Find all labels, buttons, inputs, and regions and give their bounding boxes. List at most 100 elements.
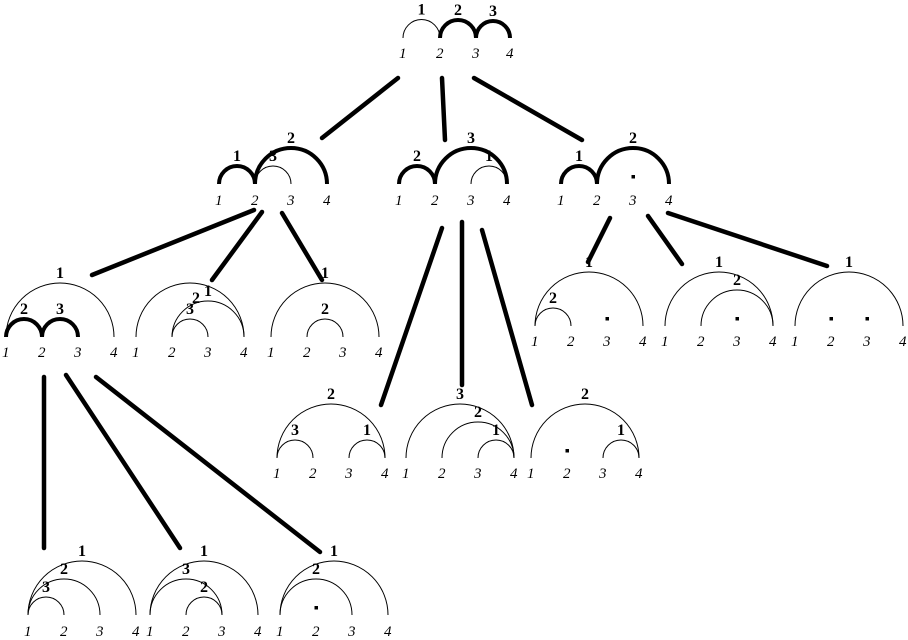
vertex-dot — [865, 317, 869, 321]
vertex-label: 1 — [132, 345, 140, 361]
arc-label: 3 — [291, 422, 299, 439]
vertex-label: 1 — [215, 193, 223, 209]
arc-label: 2 — [327, 386, 335, 403]
vertex-label: 2 — [309, 466, 317, 482]
thin-arc — [470, 165, 508, 185]
bold-arc — [40, 317, 80, 338]
thin-arc — [348, 439, 386, 459]
vertex-label: 4 — [110, 345, 118, 361]
vertex-label: 3 — [602, 334, 611, 350]
arc-label: 1 — [715, 254, 723, 271]
thin-arc — [534, 271, 644, 327]
edge — [378, 225, 445, 408]
vertex-label: 1 — [2, 345, 10, 361]
arc-label: 2 — [20, 301, 28, 318]
vertex-label: 3 — [217, 624, 226, 640]
bold-arc — [433, 146, 509, 185]
edge — [585, 215, 613, 265]
vertex-label: 3 — [628, 193, 637, 209]
vertex-label: 3 — [473, 466, 482, 482]
thin-arc — [171, 300, 245, 338]
arc-label: 1 — [78, 543, 86, 560]
vertex-label: 2 — [567, 334, 575, 350]
thin-arc — [477, 439, 515, 459]
vertex-label: 3 — [344, 466, 353, 482]
edge — [63, 372, 183, 551]
arc-label: 3 — [182, 561, 190, 578]
vertex-label: 2 — [168, 345, 176, 361]
vertex-label: 2 — [312, 624, 320, 640]
arc-label: 1 — [233, 148, 241, 165]
vertex-label: 3 — [338, 345, 347, 361]
vertex-label: 2 — [436, 46, 444, 62]
vertex-label: 1 — [791, 334, 799, 350]
tree-edges — [41, 75, 830, 555]
arc-label: 1 — [585, 254, 593, 271]
vertex-label: 4 — [635, 466, 643, 482]
edge — [93, 374, 323, 555]
vertex-label: 4 — [384, 624, 392, 640]
thin-arc — [276, 403, 386, 459]
vertex-label: 2 — [60, 624, 68, 640]
arc-label: 2 — [581, 386, 589, 403]
vertex-label: 1 — [276, 624, 284, 640]
arc-label: 1 — [321, 265, 329, 282]
vertex-label: 2 — [593, 193, 601, 209]
arc-label: 2 — [200, 579, 208, 596]
arc-label: 3 — [56, 301, 64, 318]
edge — [645, 213, 685, 267]
vertex-label: 1 — [531, 334, 539, 350]
vertex-label: 3 — [347, 624, 356, 640]
arc-label: 1 — [330, 543, 338, 560]
arc-label: 2 — [192, 290, 200, 307]
arc-label: 1 — [418, 2, 426, 19]
arc-label: 1 — [200, 543, 208, 560]
vertex-label: 4 — [665, 193, 673, 209]
arc-label: 2 — [629, 130, 637, 147]
arc-label: 1 — [485, 148, 493, 165]
vertex-label: 1 — [24, 624, 32, 640]
arc-label: 3 — [269, 148, 277, 165]
vertex-label: 3 — [471, 46, 480, 62]
arc-label: 2 — [60, 561, 68, 578]
vertex-dot — [605, 317, 609, 321]
arc-label: 3 — [456, 386, 464, 403]
vertex-label: 1 — [661, 334, 669, 350]
arc-label: 2 — [549, 290, 557, 307]
bold-arc — [397, 164, 437, 185]
edge — [209, 209, 265, 283]
vertex-label: 4 — [503, 193, 511, 209]
bold-arc — [438, 18, 478, 39]
thin-arc — [254, 165, 292, 185]
arc-label: 2 — [474, 404, 482, 421]
bold-arc — [559, 164, 599, 185]
vertex-label: 1 — [273, 466, 281, 482]
vertex-label: 3 — [73, 345, 82, 361]
vertex-label: 3 — [862, 334, 871, 350]
vertex-label: 1 — [402, 466, 410, 482]
vertex-label: 4 — [769, 334, 777, 350]
vertex-dot — [735, 317, 739, 321]
vertex-label: 1 — [267, 345, 275, 361]
arc-label: 3 — [489, 3, 497, 20]
arc-label: 2 — [733, 272, 741, 289]
thin-arc — [149, 560, 259, 616]
vertex-label: 2 — [303, 345, 311, 361]
thin-arc — [794, 271, 904, 327]
vertex-label: 1 — [399, 46, 407, 62]
arc-label: 1 — [492, 422, 500, 439]
vertex-label: 2 — [182, 624, 190, 640]
vertex-label: 4 — [323, 193, 331, 209]
bold-arc — [474, 19, 512, 39]
